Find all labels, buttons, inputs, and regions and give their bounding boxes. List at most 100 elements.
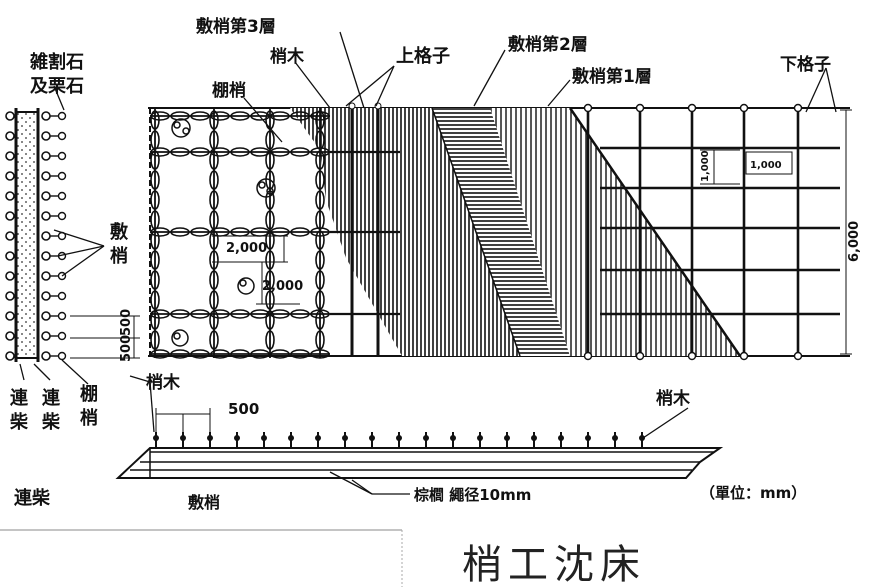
label-shita-koshi: 下格子 xyxy=(780,54,831,75)
side-knot xyxy=(5,271,15,281)
side-knot xyxy=(5,131,15,141)
lattice-knot xyxy=(209,130,219,150)
side-knot xyxy=(5,311,15,321)
lattice-knot xyxy=(315,250,325,270)
lattice-knot xyxy=(230,111,250,121)
side-dimensions xyxy=(70,315,140,359)
upper-lattice xyxy=(150,102,400,359)
lattice-knot xyxy=(150,349,170,359)
section-stake-head xyxy=(504,435,510,441)
label-unit: （單位：mm） xyxy=(700,484,806,502)
lattice-knot xyxy=(150,227,170,237)
label-shikisho-1: 敷梢第1層 xyxy=(572,66,652,87)
side-knot xyxy=(5,231,15,241)
lattice-knot xyxy=(290,111,310,121)
lattice-knot xyxy=(209,330,219,350)
lattice-knot xyxy=(209,270,219,290)
side-knot xyxy=(41,331,51,341)
label-shiki-side-1: 敷 xyxy=(110,221,129,243)
rod-end xyxy=(374,102,382,110)
lattice-knot xyxy=(290,309,310,319)
label-shikisho-3: 敷梢第3層 xyxy=(196,16,276,37)
lattice-knot xyxy=(250,111,270,121)
side-knot xyxy=(41,351,51,361)
side-knot xyxy=(57,351,67,361)
section-stake-head xyxy=(531,435,537,441)
lattice-knot xyxy=(290,349,310,359)
dim-500-a: 500 xyxy=(119,309,134,336)
dim-2000-b: 2,000 xyxy=(262,279,303,294)
side-knot xyxy=(57,151,67,161)
lattice-knot xyxy=(265,130,275,150)
layer-3-hatch xyxy=(290,108,520,356)
lattice-knot xyxy=(209,290,219,310)
section-stake-head xyxy=(153,435,159,441)
rod-end xyxy=(687,103,697,113)
rod-end xyxy=(583,351,593,361)
lattice-knot xyxy=(290,227,310,237)
lattice-knot xyxy=(265,210,275,230)
lattice-dimensions xyxy=(212,235,300,305)
right-dimensions xyxy=(700,109,852,355)
section-stake-head xyxy=(585,435,591,441)
lattice-knot xyxy=(265,250,275,270)
rod-end xyxy=(635,103,645,113)
side-knot xyxy=(41,111,51,121)
lattice-knot xyxy=(150,150,160,170)
layer-1-hatch xyxy=(490,108,740,356)
lattice-knot xyxy=(190,349,210,359)
layer-2-left-edge xyxy=(431,107,521,357)
lattice-knot xyxy=(230,147,250,157)
lattice-knot xyxy=(150,110,160,130)
lattice-knot xyxy=(209,230,219,250)
lattice-knot xyxy=(315,290,325,310)
lattice-knot xyxy=(270,111,290,121)
dim-1000-b: 1,000 xyxy=(750,160,782,171)
lattice-knot xyxy=(209,250,219,270)
label-kuimoku-top: 梢木 xyxy=(270,46,305,67)
side-knot xyxy=(41,151,51,161)
lattice-knot xyxy=(150,250,160,270)
label-sodasho-bot-a: 棚 xyxy=(80,383,98,405)
dim-2000-a: 2,000 xyxy=(226,241,267,256)
lattice-knot xyxy=(315,170,325,190)
side-knot xyxy=(57,131,67,141)
layer-2-band xyxy=(432,108,570,356)
lattice-knot xyxy=(150,147,170,157)
side-knot xyxy=(57,311,67,321)
section-stake-head xyxy=(342,435,348,441)
lattice-knot xyxy=(170,147,190,157)
lattice-knot xyxy=(315,190,325,210)
side-knot xyxy=(57,211,67,221)
lattice-knot xyxy=(230,349,250,359)
diagram-title: 梢工沈床 xyxy=(462,542,646,587)
lattice-knot xyxy=(170,227,190,237)
lattice-knot xyxy=(209,190,219,210)
label-shikisho-sec: 敷梢 xyxy=(188,493,220,512)
lattice-knot xyxy=(315,270,325,290)
label-zatsuwari-1: 雑割石 xyxy=(29,51,84,73)
lattice-knot xyxy=(150,230,160,250)
lattice-knot xyxy=(209,170,219,190)
rod-end xyxy=(739,351,749,361)
section-stake-head xyxy=(612,435,618,441)
side-knots xyxy=(5,111,67,361)
label-dim-500-sec: 500 xyxy=(228,400,259,418)
side-knot xyxy=(5,331,15,341)
dim-500-b: 500 xyxy=(119,335,134,362)
section-stake-head xyxy=(396,435,402,441)
rod-end xyxy=(635,351,645,361)
lattice-knot xyxy=(265,170,275,190)
side-knot xyxy=(41,191,51,201)
plan-view: 2,000 2,000 1,000 1,000 6,000 xyxy=(148,102,862,361)
lattice-knot xyxy=(250,349,270,359)
dim-1000-a: 1,000 xyxy=(700,150,711,182)
side-knot xyxy=(41,271,51,281)
lattice-knot xyxy=(170,111,190,121)
lattice-knot xyxy=(190,111,210,121)
side-knot xyxy=(57,111,67,121)
label-kuimoku-sec-left: 梢木 xyxy=(146,372,181,393)
lattice-knot xyxy=(265,310,275,330)
lattice-knot xyxy=(150,170,160,190)
rod-end xyxy=(687,351,697,361)
